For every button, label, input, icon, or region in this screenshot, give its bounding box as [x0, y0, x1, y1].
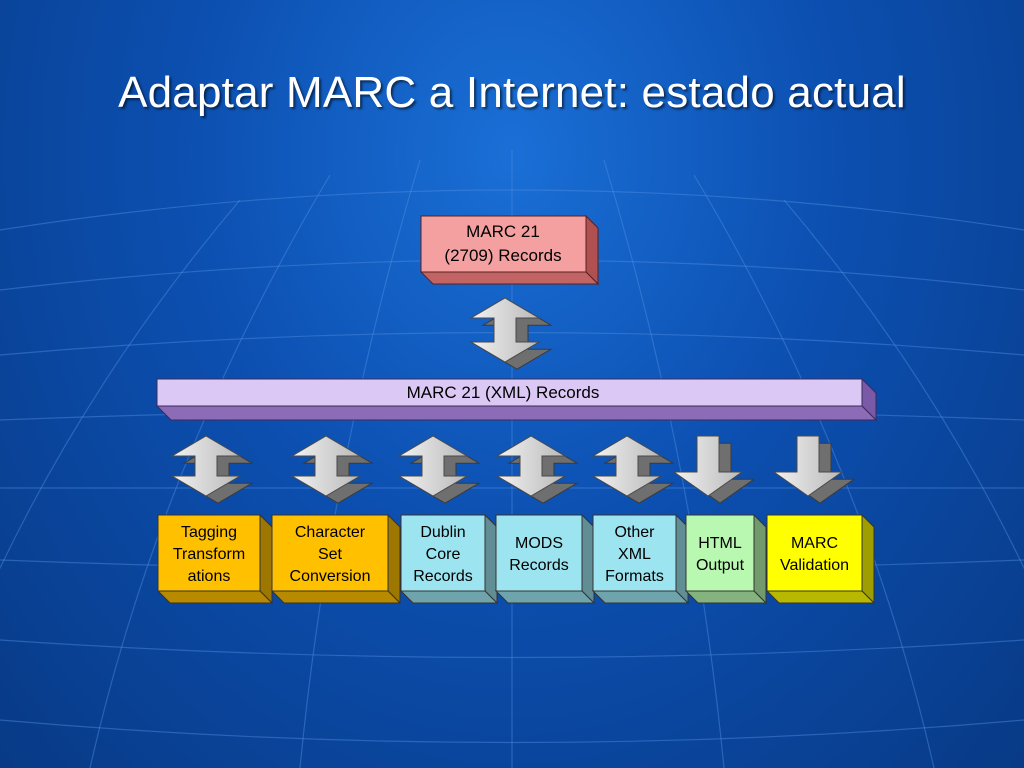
- output-box-label: Formats: [605, 568, 664, 585]
- output-box-label: ations: [188, 568, 231, 585]
- output-box-label: Core: [426, 546, 461, 563]
- output-box-label: HTML: [698, 535, 742, 552]
- output-box-label: Tagging: [181, 524, 237, 541]
- output-box: MODS Records: [494, 513, 596, 605]
- output-box-label: Output: [696, 557, 745, 574]
- output-box-label: Records: [413, 568, 473, 585]
- slide-title: Adaptar MARC a Internet: estado actual: [118, 68, 906, 117]
- output-box: MARC Validation: [765, 513, 876, 605]
- output-box-label: Validation: [780, 557, 849, 574]
- output-box-label: Records: [509, 557, 569, 574]
- down-arrow-icon: [672, 435, 756, 504]
- source-box-line: MARC 21: [466, 222, 540, 241]
- down-arrow-icon: [772, 435, 856, 504]
- output-box: HTML Output: [684, 513, 768, 605]
- middle-bar-label: MARC 21 (XML) Records: [407, 383, 600, 402]
- double-arrow-icon: [591, 435, 675, 504]
- source-box-line: (2709) Records: [444, 246, 561, 265]
- double-arrow-icon: [469, 297, 553, 370]
- output-box-label: Set: [318, 546, 343, 563]
- double-arrow-icon: [495, 435, 579, 504]
- source-box-marc-2709: MARC 21 (2709) Records: [419, 214, 600, 286]
- output-box-label: Other: [614, 524, 655, 541]
- output-box-label: MARC: [791, 535, 838, 552]
- output-box-label: Dublin: [420, 524, 465, 541]
- output-box-label: Transform: [173, 546, 245, 563]
- middle-bar-marc-xml: MARC 21 (XML) Records: [155, 377, 878, 422]
- output-box-label: XML: [618, 546, 651, 563]
- output-box-label: Conversion: [290, 568, 371, 585]
- output-box-label: Character: [295, 524, 366, 541]
- double-arrow-icon: [290, 435, 374, 504]
- double-arrow-icon: [397, 435, 481, 504]
- top-double-arrow: [469, 297, 553, 370]
- double-arrow-icon: [170, 435, 254, 504]
- output-arrows: [170, 435, 856, 504]
- output-box-label: MODS: [515, 535, 563, 552]
